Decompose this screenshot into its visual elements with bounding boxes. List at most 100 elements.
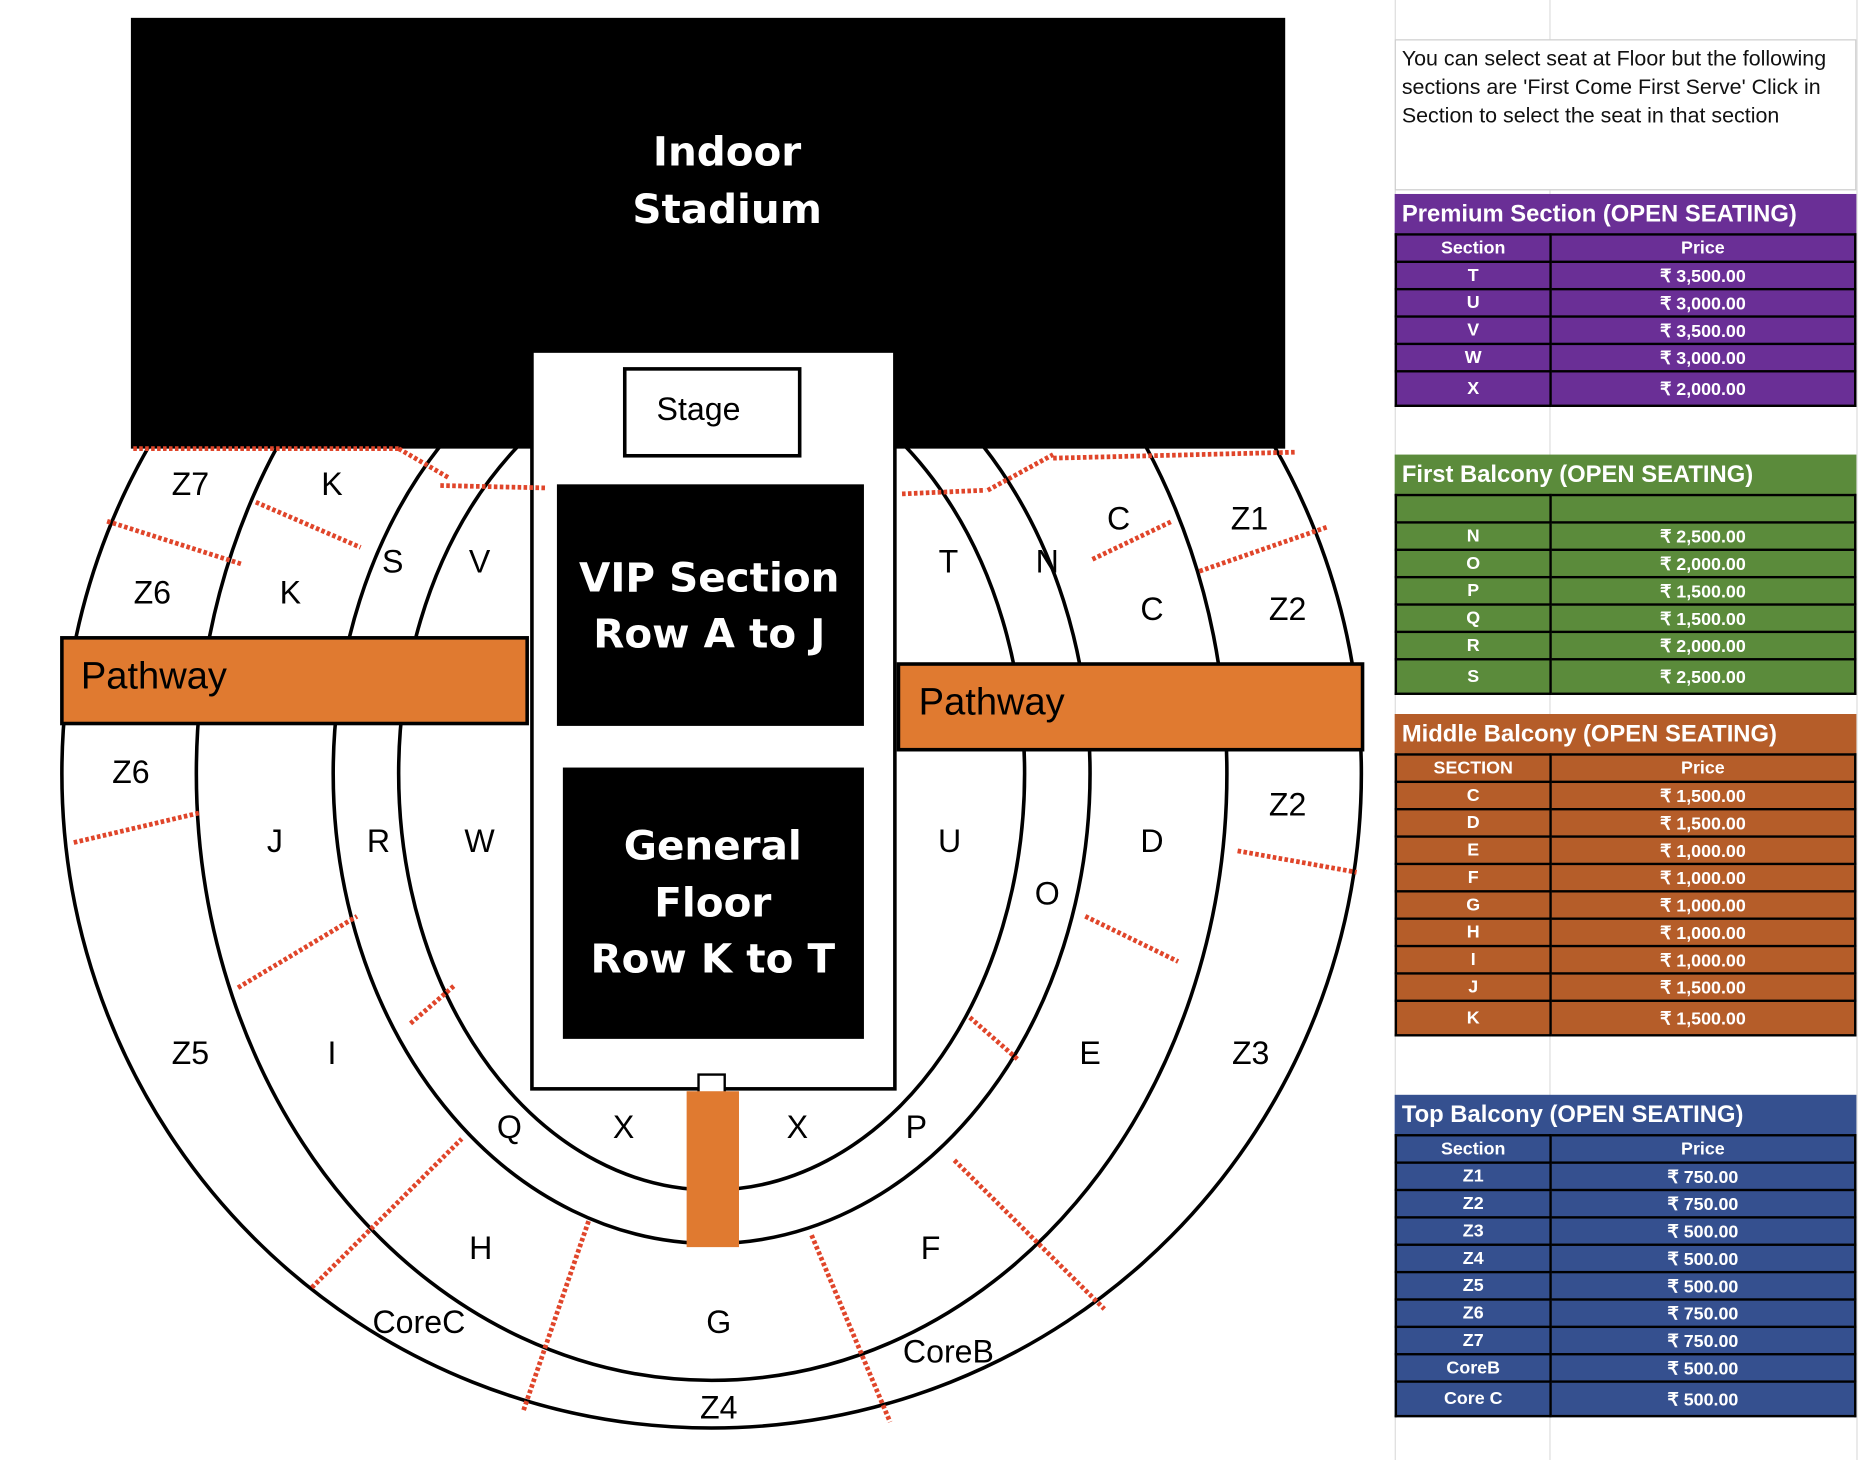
- section-t[interactable]: T: [939, 544, 959, 580]
- section-cell: K: [1394, 999, 1552, 1037]
- table-row[interactable]: U₹ 3,000.00: [1394, 287, 1857, 318]
- section-c[interactable]: C: [1107, 501, 1130, 537]
- table-row[interactable]: D₹ 1,500.00: [1394, 808, 1857, 838]
- table-row[interactable]: V₹ 3,500.00: [1394, 315, 1857, 346]
- table-row[interactable]: Z7₹ 750.00: [1394, 1325, 1857, 1356]
- table-row[interactable]: F₹ 1,000.00: [1394, 862, 1857, 893]
- section-z2[interactable]: Z2: [1269, 591, 1307, 627]
- section-cell: P: [1394, 575, 1552, 606]
- section-z4[interactable]: Z4: [700, 1390, 737, 1426]
- section-o[interactable]: O: [1035, 876, 1060, 912]
- section-x[interactable]: X: [613, 1109, 634, 1145]
- section-v[interactable]: V: [469, 544, 491, 580]
- section-k[interactable]: K: [321, 466, 343, 502]
- section-q[interactable]: Q: [497, 1109, 522, 1145]
- price-cell: ₹ 3,000.00: [1549, 342, 1857, 373]
- price-cell: ₹ 750.00: [1549, 1298, 1857, 1329]
- table-row[interactable]: T₹ 3,500.00: [1394, 260, 1857, 291]
- section-cell: Z4: [1394, 1243, 1552, 1274]
- section-z1[interactable]: Z1: [1231, 501, 1269, 537]
- vip-label: Row A to J: [593, 610, 825, 658]
- section-s[interactable]: S: [382, 544, 403, 580]
- table-row[interactable]: P₹ 1,500.00: [1394, 575, 1857, 606]
- section-z3[interactable]: Z3: [1232, 1035, 1269, 1071]
- table-row[interactable]: C₹ 1,500.00: [1394, 780, 1857, 811]
- general-floor-section[interactable]: [562, 767, 864, 1039]
- table-row[interactable]: I₹ 1,000.00: [1394, 944, 1857, 975]
- section-x[interactable]: X: [787, 1109, 808, 1145]
- table-row[interactable]: Q₹ 1,500.00: [1394, 603, 1857, 634]
- section-p[interactable]: P: [906, 1109, 927, 1145]
- section-cell: D: [1394, 808, 1552, 838]
- table-row[interactable]: Z6₹ 750.00: [1394, 1298, 1857, 1329]
- table-row[interactable]: O₹ 2,000.00: [1394, 548, 1857, 579]
- table-row[interactable]: N₹ 2,500.00: [1394, 521, 1857, 551]
- section-r[interactable]: R: [367, 823, 390, 859]
- table-row[interactable]: Z3₹ 500.00: [1394, 1216, 1857, 1246]
- section-z7[interactable]: Z7: [172, 466, 210, 502]
- price-cell: ₹ 2,500.00: [1549, 658, 1857, 695]
- section-z6[interactable]: Z6: [112, 754, 150, 790]
- section-cell: Z1: [1394, 1161, 1552, 1192]
- table-row[interactable]: CoreB₹ 500.00: [1394, 1353, 1857, 1383]
- vip-section[interactable]: [556, 484, 864, 726]
- section-g[interactable]: G: [706, 1304, 731, 1340]
- table-row[interactable]: Z2₹ 750.00: [1394, 1188, 1857, 1219]
- section-cell: T: [1394, 260, 1552, 291]
- section-n[interactable]: N: [1036, 544, 1059, 580]
- price-cell: ₹ 1,500.00: [1549, 972, 1857, 1002]
- table-row[interactable]: W₹ 3,000.00: [1394, 342, 1857, 373]
- section-coreb[interactable]: CoreB: [903, 1334, 994, 1370]
- stage-box[interactable]: [622, 367, 802, 458]
- section-cell: G: [1394, 890, 1552, 920]
- pathway-left-label: Pathway: [81, 655, 227, 697]
- section-u[interactable]: U: [938, 823, 961, 859]
- pathway-left: [60, 636, 529, 726]
- price-cell: ₹ 500.00: [1549, 1380, 1857, 1418]
- table-row[interactable]: K₹ 1,500.00: [1394, 999, 1857, 1037]
- section-h[interactable]: H: [469, 1230, 492, 1266]
- section-corec[interactable]: CoreC: [372, 1304, 465, 1340]
- table-row[interactable]: E₹ 1,000.00: [1394, 835, 1857, 866]
- section-k[interactable]: K: [280, 574, 302, 610]
- venue-title: Indoor: [653, 128, 801, 176]
- section-z5[interactable]: Z5: [172, 1035, 210, 1071]
- section-w[interactable]: W: [464, 823, 495, 859]
- table-row[interactable]: Z1₹ 750.00: [1394, 1161, 1857, 1192]
- vip-label: VIP Section: [579, 554, 839, 602]
- section-cell: V: [1394, 315, 1552, 346]
- section-i[interactable]: I: [328, 1035, 337, 1071]
- price-cell: ₹ 500.00: [1549, 1243, 1857, 1274]
- table-row[interactable]: G₹ 1,000.00: [1394, 890, 1857, 920]
- column-header-section: Section: [1394, 1134, 1552, 1164]
- table-row[interactable]: J₹ 1,500.00: [1394, 972, 1857, 1002]
- table-row[interactable]: R₹ 2,000.00: [1394, 630, 1857, 661]
- table-row[interactable]: Core C₹ 500.00: [1394, 1380, 1857, 1418]
- section-cell: Z6: [1394, 1298, 1552, 1329]
- table-row[interactable]: S₹ 2,500.00: [1394, 658, 1857, 695]
- table-row[interactable]: Z5₹ 500.00: [1394, 1270, 1857, 1301]
- table-row[interactable]: H₹ 1,000.00: [1394, 917, 1857, 948]
- price-cell: ₹ 1,000.00: [1549, 862, 1857, 893]
- section-cell: J: [1394, 972, 1552, 1002]
- price-cell: ₹ 2,000.00: [1549, 630, 1857, 661]
- column-header-price: Price: [1549, 233, 1857, 263]
- table-row[interactable]: Z4₹ 500.00: [1394, 1243, 1857, 1274]
- section-e[interactable]: E: [1079, 1035, 1100, 1071]
- section-cell: O: [1394, 548, 1552, 579]
- section-f[interactable]: F: [921, 1230, 941, 1266]
- section-j[interactable]: J: [267, 823, 283, 859]
- section-cell: Z2: [1394, 1188, 1552, 1219]
- section-cell: C: [1394, 780, 1552, 811]
- section-z6[interactable]: Z6: [134, 574, 172, 610]
- price-cell: ₹ 750.00: [1549, 1325, 1857, 1356]
- section-d[interactable]: D: [1140, 823, 1163, 859]
- section-c[interactable]: C: [1140, 591, 1163, 627]
- table-row[interactable]: X₹ 2,000.00: [1394, 370, 1857, 407]
- section-z2[interactable]: Z2: [1269, 786, 1307, 822]
